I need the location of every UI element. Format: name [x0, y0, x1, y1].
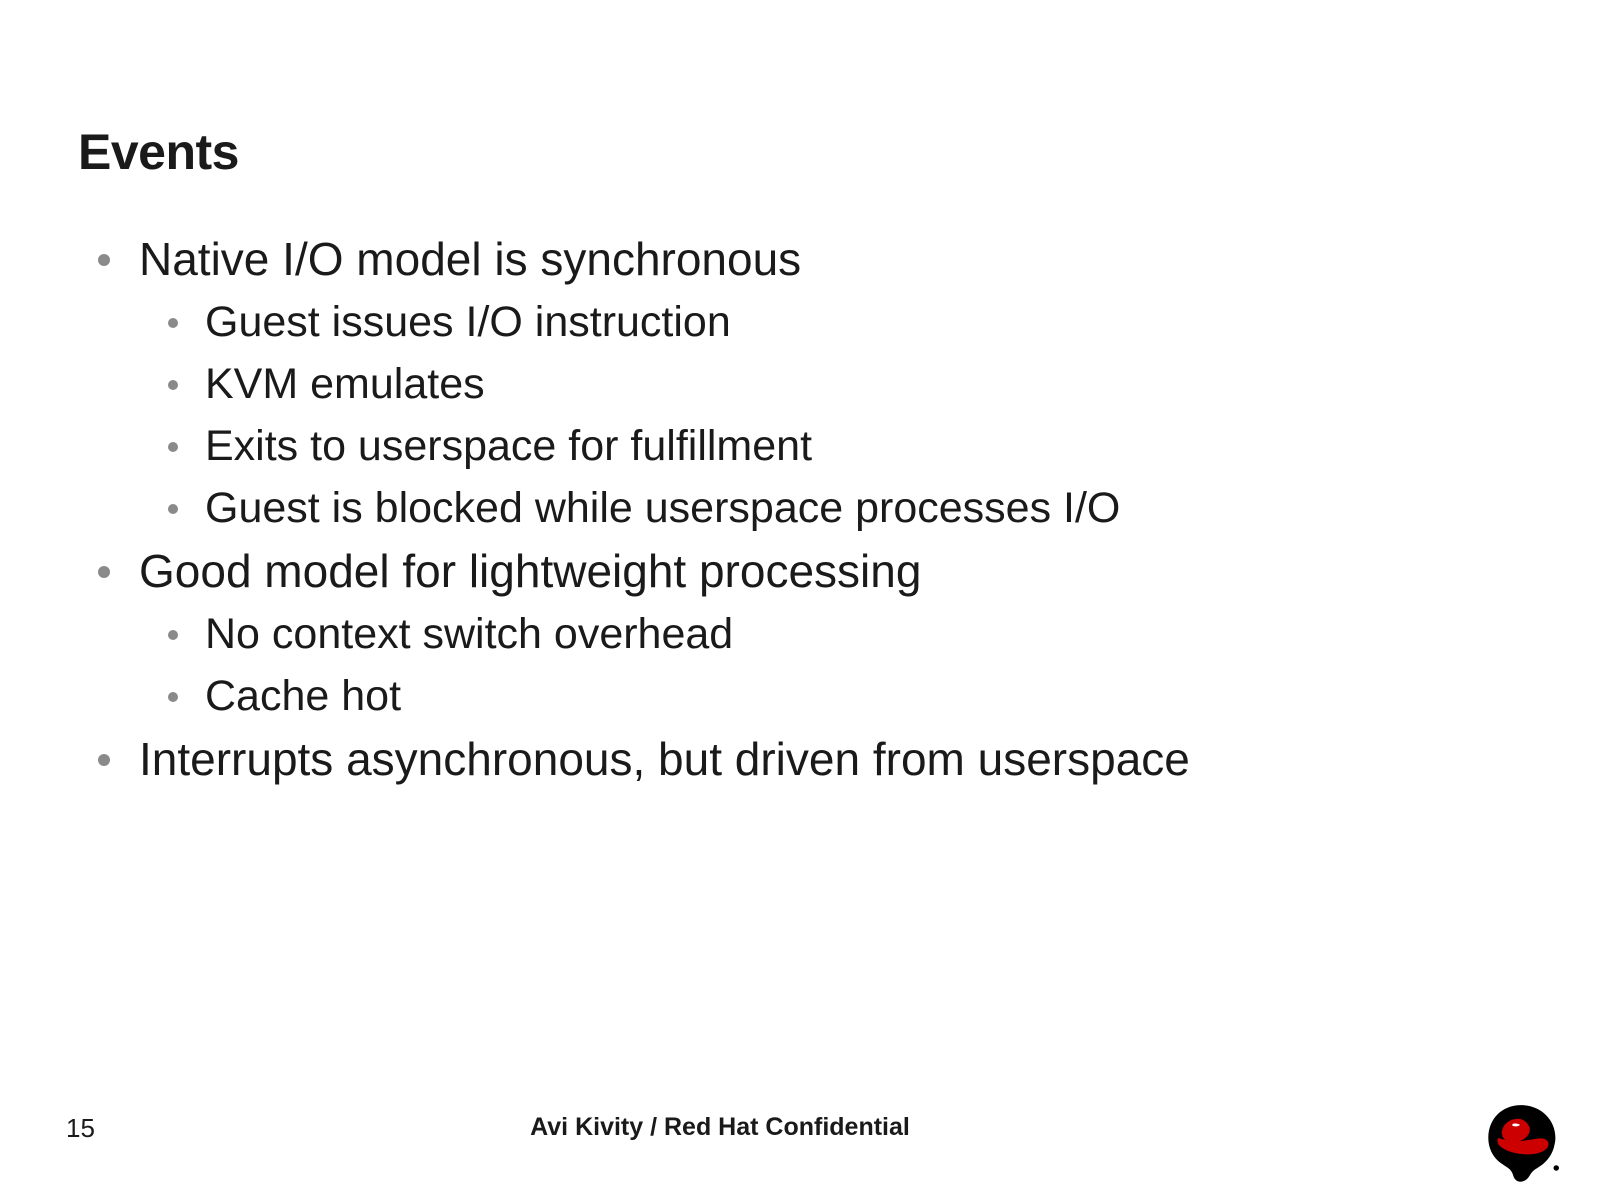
fedora-notch-icon	[1512, 1123, 1521, 1127]
bullet-point-icon	[168, 630, 178, 640]
bullet-item: Guest is blocked while userspace process…	[78, 478, 1599, 538]
bullet-point-icon	[98, 754, 110, 766]
fedora-brim-icon	[1497, 1137, 1549, 1155]
registered-trademark-icon	[1553, 1165, 1560, 1171]
bullet-item: Cache hot	[78, 666, 1599, 726]
bullet-text: Interrupts asynchronous, but driven from…	[139, 733, 1190, 785]
bullet-item: Interrupts asynchronous, but driven from…	[78, 728, 1548, 790]
bullet-text: Cache hot	[205, 672, 402, 720]
footer-confidentiality-text: Avi Kivity / Red Hat Confidential	[530, 1113, 910, 1141]
bullet-point-icon	[98, 566, 110, 578]
red-hat-logo	[1478, 1100, 1564, 1186]
bullet-point-icon	[168, 442, 178, 452]
bullet-text: Good model for lightweight processing	[139, 545, 922, 597]
fedora-crown-icon	[1501, 1118, 1530, 1143]
bullet-text: Exits to userspace for fulfillment	[205, 422, 813, 470]
bullet-item: Guest issues I/O instruction	[78, 292, 1599, 352]
bullet-point-icon	[98, 254, 110, 266]
bullet-text: Guest is blocked while userspace process…	[205, 484, 1121, 532]
slide-number: 15	[66, 1113, 95, 1143]
bullet-item: Good model for lightweight processing	[78, 540, 1548, 602]
bullet-item: KVM emulates	[78, 354, 1599, 414]
bullet-item: Exits to userspace for fulfillment	[78, 416, 1599, 476]
bullet-point-icon	[168, 692, 178, 702]
bullet-item: Native I/O model is synchronous	[78, 228, 1548, 290]
bullet-text: Guest issues I/O instruction	[205, 298, 731, 346]
bullet-text: No context switch overhead	[205, 610, 734, 658]
bullet-point-icon	[168, 504, 178, 514]
bullet-point-icon	[168, 380, 178, 390]
page-title: Events	[78, 123, 239, 180]
bullet-text: Native I/O model is synchronous	[139, 233, 802, 285]
bullet-item: No context switch overhead	[78, 604, 1599, 664]
bullet-text: KVM emulates	[205, 360, 485, 408]
bullet-point-icon	[168, 318, 178, 328]
